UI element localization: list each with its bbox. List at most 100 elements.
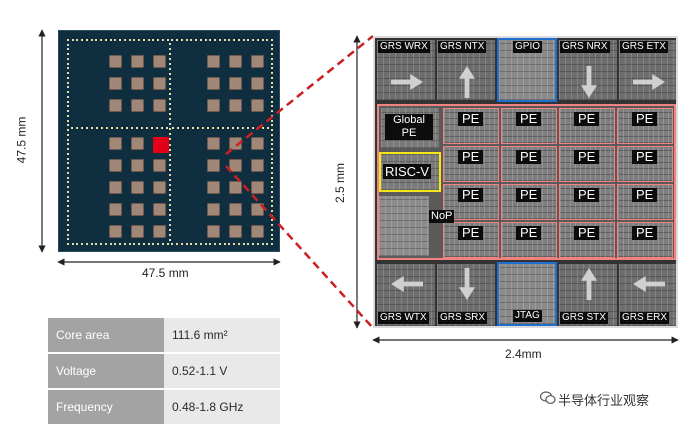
io-block-label: GRS WRX	[378, 41, 430, 53]
pe-tile: PE	[617, 146, 673, 182]
bump-dot	[152, 39, 155, 41]
core-pad	[229, 225, 242, 238]
pe-label: PE	[632, 150, 658, 164]
bump-dot	[169, 93, 171, 96]
bump-dot	[71, 127, 73, 129]
bump-dot	[67, 119, 69, 122]
bump-dot	[67, 39, 69, 41]
bump-dot	[67, 205, 69, 208]
bump-dot	[271, 143, 273, 146]
bump-dot	[169, 213, 171, 216]
bump-dot	[85, 243, 88, 245]
bump-dot	[67, 48, 69, 51]
bump-dot	[271, 228, 273, 231]
bump-dot	[271, 162, 273, 165]
arrow-up-icon	[581, 268, 597, 300]
bump-dot	[67, 86, 69, 89]
bump-dot	[67, 228, 69, 231]
bump-dot	[104, 39, 107, 41]
bump-dot	[190, 243, 193, 245]
pe-label: PE	[574, 226, 600, 240]
pe-label: PE	[516, 188, 542, 202]
bump-dot	[67, 200, 69, 203]
pe-label: PE	[458, 188, 484, 202]
bump-dot	[81, 243, 84, 245]
bump-dot	[180, 243, 183, 245]
bump-dot	[271, 43, 273, 46]
bump-dot	[271, 171, 273, 174]
bump-dot	[157, 243, 160, 245]
core-pad	[207, 77, 220, 90]
bump-dot	[169, 78, 171, 81]
bump-dot	[169, 239, 171, 241]
bump-dot	[169, 113, 171, 116]
pe-label: PE	[516, 150, 542, 164]
bump-dot	[133, 39, 136, 41]
bump-dot	[67, 133, 69, 136]
bump-dot	[67, 195, 69, 198]
arrow-up-icon	[459, 66, 475, 98]
bump-dot	[271, 124, 273, 127]
bump-dot	[195, 39, 198, 41]
bump-dot	[90, 243, 93, 245]
bump-dot	[185, 243, 188, 245]
pe-tile: PE	[501, 108, 557, 144]
bump-dot	[67, 214, 69, 217]
bump-dot	[169, 128, 171, 131]
bump-dot	[242, 39, 245, 41]
bump-dot	[199, 243, 202, 245]
bump-dot	[67, 57, 69, 60]
bump-dot	[271, 243, 273, 245]
core-pad	[109, 181, 122, 194]
bump-dot	[271, 138, 273, 141]
pe-label: PE	[574, 188, 600, 202]
bump-dot	[169, 133, 171, 136]
bump-dot	[271, 48, 273, 51]
pe-label: PE	[574, 150, 600, 164]
pe-label: PE	[632, 112, 658, 126]
bump-dot	[214, 243, 217, 245]
bump-dot	[236, 127, 239, 129]
bump-dot	[216, 127, 219, 129]
bump-dot	[271, 39, 273, 41]
bump-dot	[67, 243, 69, 245]
bump-dot	[169, 173, 171, 176]
bump-dot	[67, 72, 69, 75]
bump-dot	[271, 224, 273, 227]
core-pad	[109, 55, 122, 68]
bump-dot	[109, 39, 112, 41]
bump-dot	[169, 153, 171, 156]
core-pad	[131, 181, 144, 194]
io-block-bottom-4: GRS STX	[559, 264, 617, 326]
bump-dot	[67, 67, 69, 70]
riscv-label: RISC-V	[383, 164, 432, 179]
core-pad	[109, 159, 122, 172]
core-pad	[153, 225, 166, 238]
bump-dot	[67, 62, 69, 65]
bump-dot	[151, 127, 154, 129]
bump-dot	[161, 243, 164, 245]
bump-dot	[67, 148, 69, 151]
bump-dot	[186, 127, 189, 129]
io-block-label: GRS NRX	[560, 41, 610, 53]
bump-dot	[147, 243, 150, 245]
bump-dot	[228, 243, 231, 245]
core-pad	[229, 99, 242, 112]
bump-dot	[271, 100, 273, 103]
io-block-top-4: GRS NRX	[559, 40, 617, 100]
core-pad	[153, 159, 166, 172]
bump-dot	[247, 39, 250, 41]
bump-dot	[271, 81, 273, 84]
bump-dot	[71, 39, 74, 41]
bump-dot	[81, 39, 84, 41]
bump-dot	[228, 39, 231, 41]
bump-dot	[237, 39, 240, 41]
bump-dot	[67, 43, 69, 46]
io-block-top-5: GRS ETX	[619, 40, 676, 100]
bump-dot	[161, 39, 164, 41]
core-pad	[251, 77, 264, 90]
bump-dot	[169, 188, 171, 191]
bump-dot	[169, 123, 171, 126]
core-pad	[207, 55, 220, 68]
